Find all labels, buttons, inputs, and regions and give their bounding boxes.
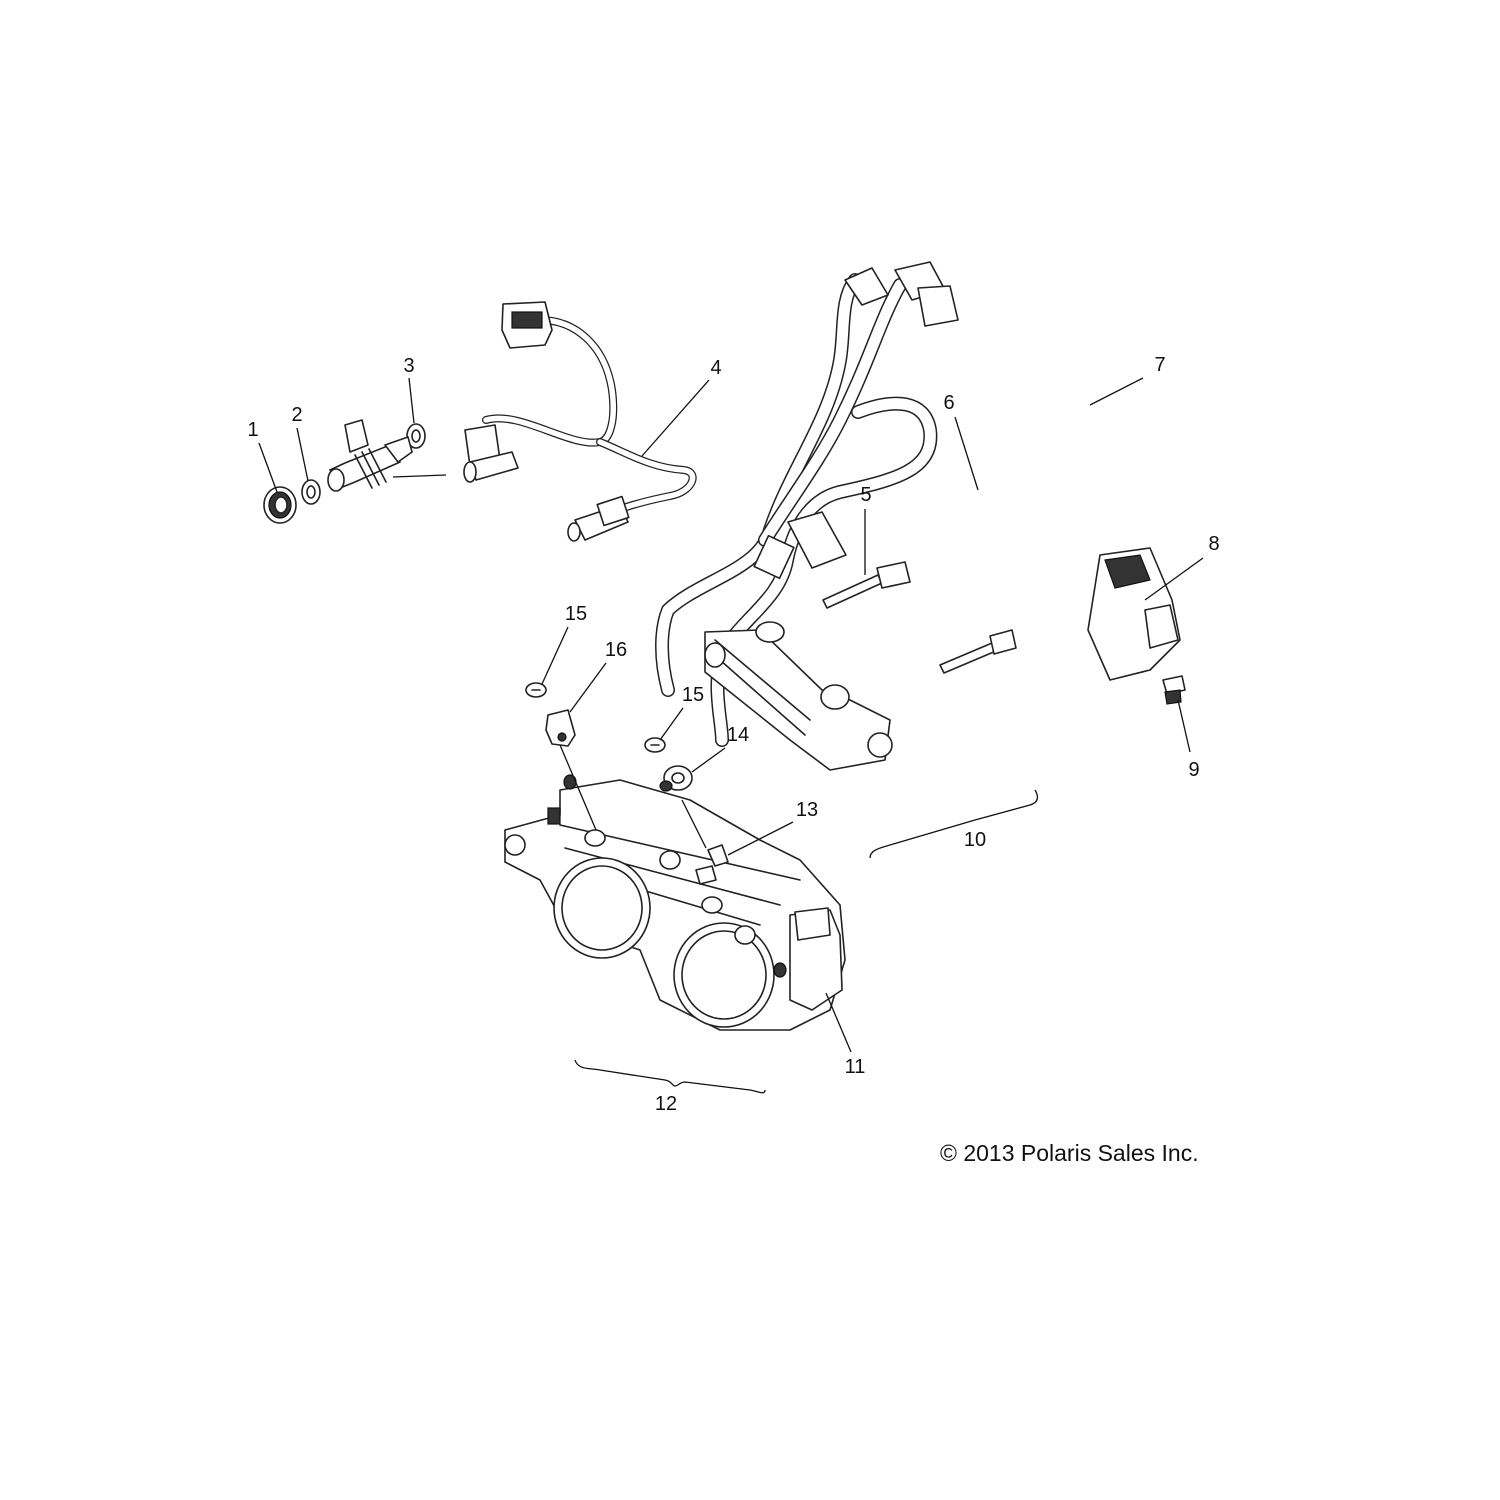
fuel-injector	[327, 419, 413, 492]
leader-15b	[659, 707, 684, 741]
callout-5: 5	[860, 484, 872, 506]
leader-3	[408, 377, 415, 424]
part-9-screw	[1162, 675, 1186, 705]
part-13-wire-clip	[681, 799, 729, 885]
copyright-notice: © 2013 Polaris Sales Inc.	[940, 1140, 1199, 1166]
fuel-filter	[753, 511, 847, 580]
callout-15a: 15	[564, 603, 588, 625]
leader-7	[1089, 377, 1144, 406]
callout-14: 14	[726, 724, 750, 746]
callout-4: 4	[710, 357, 722, 379]
callout-11: 11	[844, 1056, 866, 1078]
hose-end-fittings	[844, 261, 959, 327]
leader-16	[569, 662, 607, 713]
leader-14	[691, 747, 726, 773]
callout-16: 16	[604, 639, 628, 661]
part-16-bracket-clip	[545, 709, 597, 831]
part-15-screw-a	[525, 682, 547, 698]
leader-9	[1177, 699, 1191, 753]
part-2-washer	[301, 479, 321, 505]
leader-15a	[541, 626, 569, 685]
part-1-seal	[263, 486, 297, 524]
leader-13	[727, 821, 794, 856]
callout-9: 9	[1188, 759, 1200, 781]
leader-6	[954, 416, 979, 491]
callout-12: 12	[654, 1093, 678, 1115]
callout-8: 8	[1208, 533, 1220, 555]
part-5-bolts	[822, 561, 1017, 674]
injector-guide-line	[392, 474, 447, 478]
part-3-o-ring	[406, 423, 426, 449]
callout-7: 7	[1154, 354, 1166, 376]
leader-4	[641, 379, 710, 457]
callout-6: 6	[943, 392, 955, 414]
callout-10: 10	[963, 829, 987, 851]
leader-2	[296, 427, 309, 482]
leader-11	[825, 992, 852, 1053]
leader-1	[258, 442, 278, 493]
part-15-screw-b	[644, 737, 666, 753]
callout-13: 13	[795, 799, 819, 821]
callout-1: 1	[247, 419, 259, 441]
part-11-throttle-position-sensor	[773, 907, 843, 1011]
part-12-throttle-body-assembly	[504, 779, 846, 1031]
part-4-wire-harness	[463, 301, 697, 542]
callout-15b: 15	[681, 684, 705, 706]
bracket-10	[869, 789, 1039, 859]
callout-3: 3	[403, 355, 415, 377]
leader-8	[1144, 557, 1204, 601]
part-14-hose-clamp	[659, 765, 693, 792]
callout-2: 2	[291, 404, 303, 426]
bracket-12	[574, 1059, 766, 1094]
part-8-control-module	[1087, 547, 1181, 681]
part-10-fuel-rail-assembly	[704, 621, 893, 771]
